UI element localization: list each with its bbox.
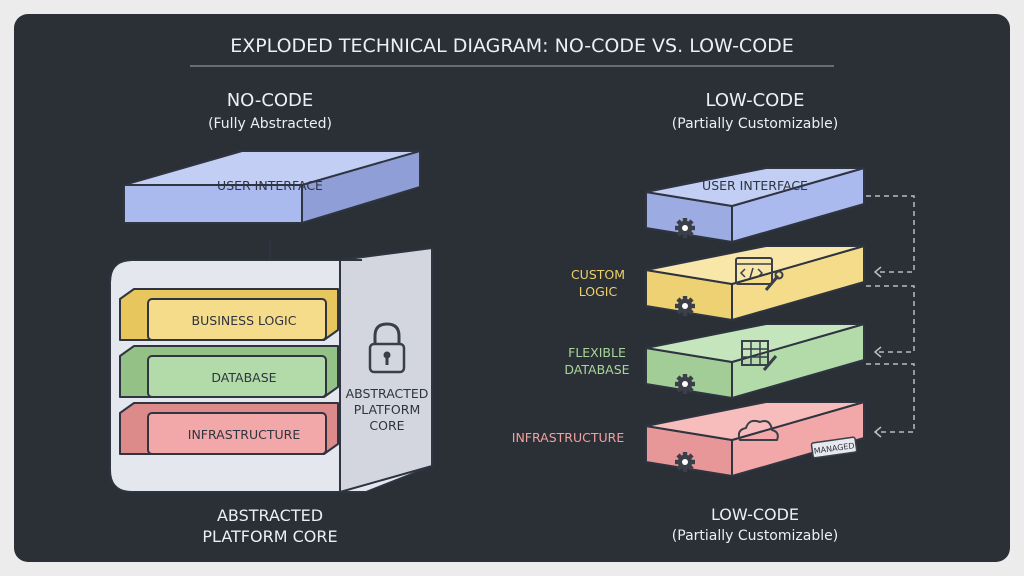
cloud-icon bbox=[737, 419, 779, 441]
gear-icon bbox=[675, 374, 695, 394]
managed-badge: MANAGED bbox=[810, 436, 858, 459]
no-code-database-layer: DATABASE bbox=[119, 345, 339, 398]
no-code-footer-line-1: ABSTRACTED bbox=[217, 506, 323, 525]
no-code-business-logic-layer: BUSINESS LOGIC bbox=[119, 288, 339, 341]
diagram-panel: EXPLODED TECHNICAL DIAGRAM: NO-CODE VS. … bbox=[14, 14, 1010, 562]
low-code-footer-line-1: LOW-CODE bbox=[711, 505, 799, 524]
side-label-line-3: CORE bbox=[369, 418, 404, 433]
diagram-title: EXPLODED TECHNICAL DIAGRAM: NO-CODE VS. … bbox=[230, 35, 794, 57]
no-code-footer-line-2: PLATFORM CORE bbox=[202, 527, 337, 546]
flexible-database-label-line-1: FLEXIBLE bbox=[568, 345, 626, 360]
no-code-ui-label: USER INTERFACE bbox=[217, 178, 323, 193]
low-code-infrastructure-layer: MANAGED bbox=[645, 401, 865, 477]
low-code-ui-label: USER INTERFACE bbox=[702, 178, 808, 193]
no-code-database-label: DATABASE bbox=[211, 370, 276, 385]
gear-icon bbox=[675, 218, 695, 238]
connector-arrowheads bbox=[873, 266, 882, 438]
no-code-heading: NO-CODE bbox=[227, 90, 314, 111]
side-label-line-2: PLATFORM bbox=[354, 402, 421, 417]
diagram-canvas: EXPLODED TECHNICAL DIAGRAM: NO-CODE VS. … bbox=[109, 35, 915, 546]
custom-logic-label-line-1: CUSTOM bbox=[571, 267, 625, 282]
lock-icon bbox=[368, 322, 406, 374]
custom-logic-label-line-2: LOGIC bbox=[579, 284, 618, 299]
gear-icon bbox=[675, 296, 695, 316]
no-code-ui-layer: USER INTERFACE bbox=[123, 150, 421, 224]
low-code-footer-line-2: (Partially Customizable) bbox=[672, 528, 838, 544]
no-code-business-logic-label: BUSINESS LOGIC bbox=[192, 313, 297, 328]
low-code-heading: LOW-CODE bbox=[705, 90, 804, 111]
low-code-database-layer bbox=[645, 323, 865, 399]
low-code-custom-logic-layer bbox=[645, 245, 865, 321]
no-code-infrastructure-label: INFRASTRUCTURE bbox=[188, 427, 301, 442]
table-edit-icon bbox=[741, 340, 778, 371]
no-code-infrastructure-layer: INFRASTRUCTURE bbox=[119, 402, 339, 455]
side-label-line-1: ABSTRACTED bbox=[346, 386, 429, 401]
code-wrench-icon bbox=[735, 257, 784, 291]
flexible-database-label-line-2: DATABASE bbox=[564, 362, 629, 377]
infrastructure-side-label: INFRASTRUCTURE bbox=[512, 430, 625, 445]
gear-icon bbox=[675, 452, 695, 472]
no-code-subheading: (Fully Abstracted) bbox=[208, 116, 332, 132]
dashed-connectors bbox=[866, 195, 915, 433]
low-code-ui-layer: USER INTERFACE bbox=[645, 167, 865, 243]
low-code-subheading: (Partially Customizable) bbox=[672, 116, 838, 132]
